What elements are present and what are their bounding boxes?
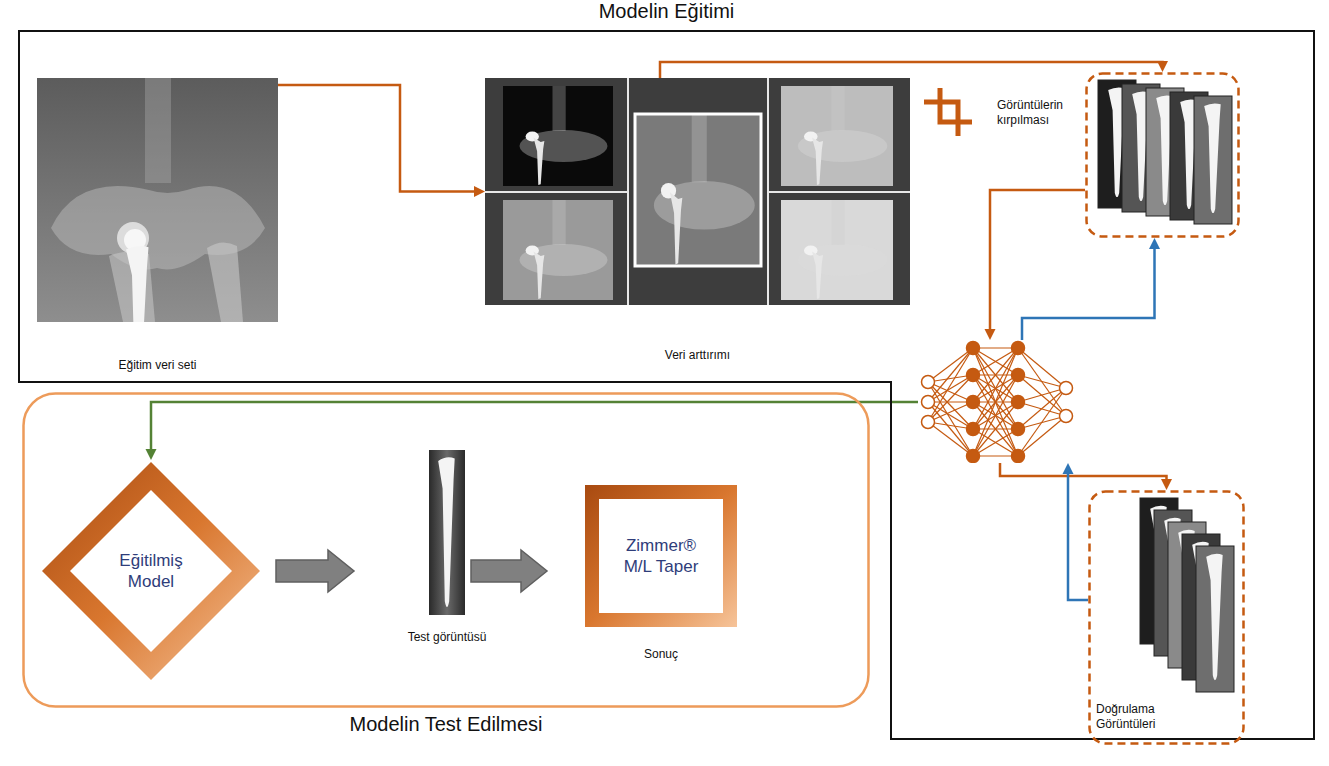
testing-region: Modelin Test EdilmesiEğitilmiş ModelTest… [22,392,870,708]
flow-arrow [660,61,1168,78]
arrow-head [474,186,485,197]
flow-arrow [1000,463,1172,490]
result-label: Zimmer® M/L Taper [624,536,699,576]
image-caption-holder: Veri arttırımı [485,348,910,363]
arrow-head [1161,479,1172,490]
result-caption: Sonuç [644,647,678,661]
connector-line [1068,472,1088,600]
trained-model-diamond-shape [40,460,262,682]
region-title: Modelin Test Edilmesi [349,713,542,735]
arrow-head [1063,463,1074,474]
crop-icon [920,86,980,140]
block-arrow-shape [471,550,547,592]
block-arrow-shape [276,550,354,592]
cropped-images-box-shape [1085,72,1240,238]
connector-line [990,190,1085,331]
block-arrow [471,550,547,592]
model-label: Eğitilmiş Model [119,551,182,591]
region-title-holder: Modelin Eğitimi [18,0,1315,24]
connector-line [1022,247,1155,340]
block-arrow [276,550,354,592]
cropped-images-box: Görüntülerin kırpılması [1085,72,1240,238]
connector-line [660,62,1163,78]
arrow-head [1149,238,1160,249]
result-label-holder: Zimmer® M/L Taper [611,535,711,578]
augmentation-panel-shape [485,78,910,305]
flow-arrow [278,85,485,197]
step-label-holder: Doğrulama Görüntüleri [1096,702,1191,732]
arrow-head [985,329,996,340]
result-caption-holder: Sonuç [585,647,737,662]
image-caption: Veri arttırımı [665,348,730,362]
connector-line [151,402,918,451]
xray-image: Eğitim veri seti [37,78,278,322]
model-label-holder: Eğitilmiş Model [101,550,201,593]
augmentation-panel: Veri arttırımı [485,78,910,305]
image-caption: Eğitim veri seti [118,358,196,372]
result-box: Zimmer® M/L TaperSonuç [585,485,737,627]
connector-line [1000,463,1167,481]
training-region: Modelin EğitimiEğitim veri setiVeri artt… [18,30,1315,740]
step-label: Doğrulama Görüntüleri [1096,702,1155,731]
validation-images-box: Doğrulama Görüntüleri [1088,490,1245,745]
region-title-holder: Modelin Test Edilmesi [22,712,870,737]
image-caption: Test görüntüsü [408,630,487,644]
image-caption-holder: Eğitim veri seti [17,358,298,373]
test-image: Test görüntüsü [429,450,465,615]
trained-model-diamond: Eğitilmiş Model [40,460,262,682]
result-box-shape [585,485,737,627]
region-title: Modelin Eğitimi [599,0,735,22]
arrow-head [146,449,157,460]
xray-image-shape [37,78,278,322]
flow-arrow [1063,463,1089,600]
arrow-head [1157,61,1168,72]
neural-network [918,340,1076,463]
test-image-shape [429,450,465,615]
connector-line [278,85,476,192]
neural-network-shape [918,340,1076,463]
flow-arrow [1022,238,1160,340]
step-label-holder: Görüntülerin kırpılması [997,98,1081,128]
image-caption-holder: Test görüntüsü [397,630,497,645]
step-label: Görüntülerin kırpılması [997,98,1063,127]
flow-arrow [146,402,919,460]
